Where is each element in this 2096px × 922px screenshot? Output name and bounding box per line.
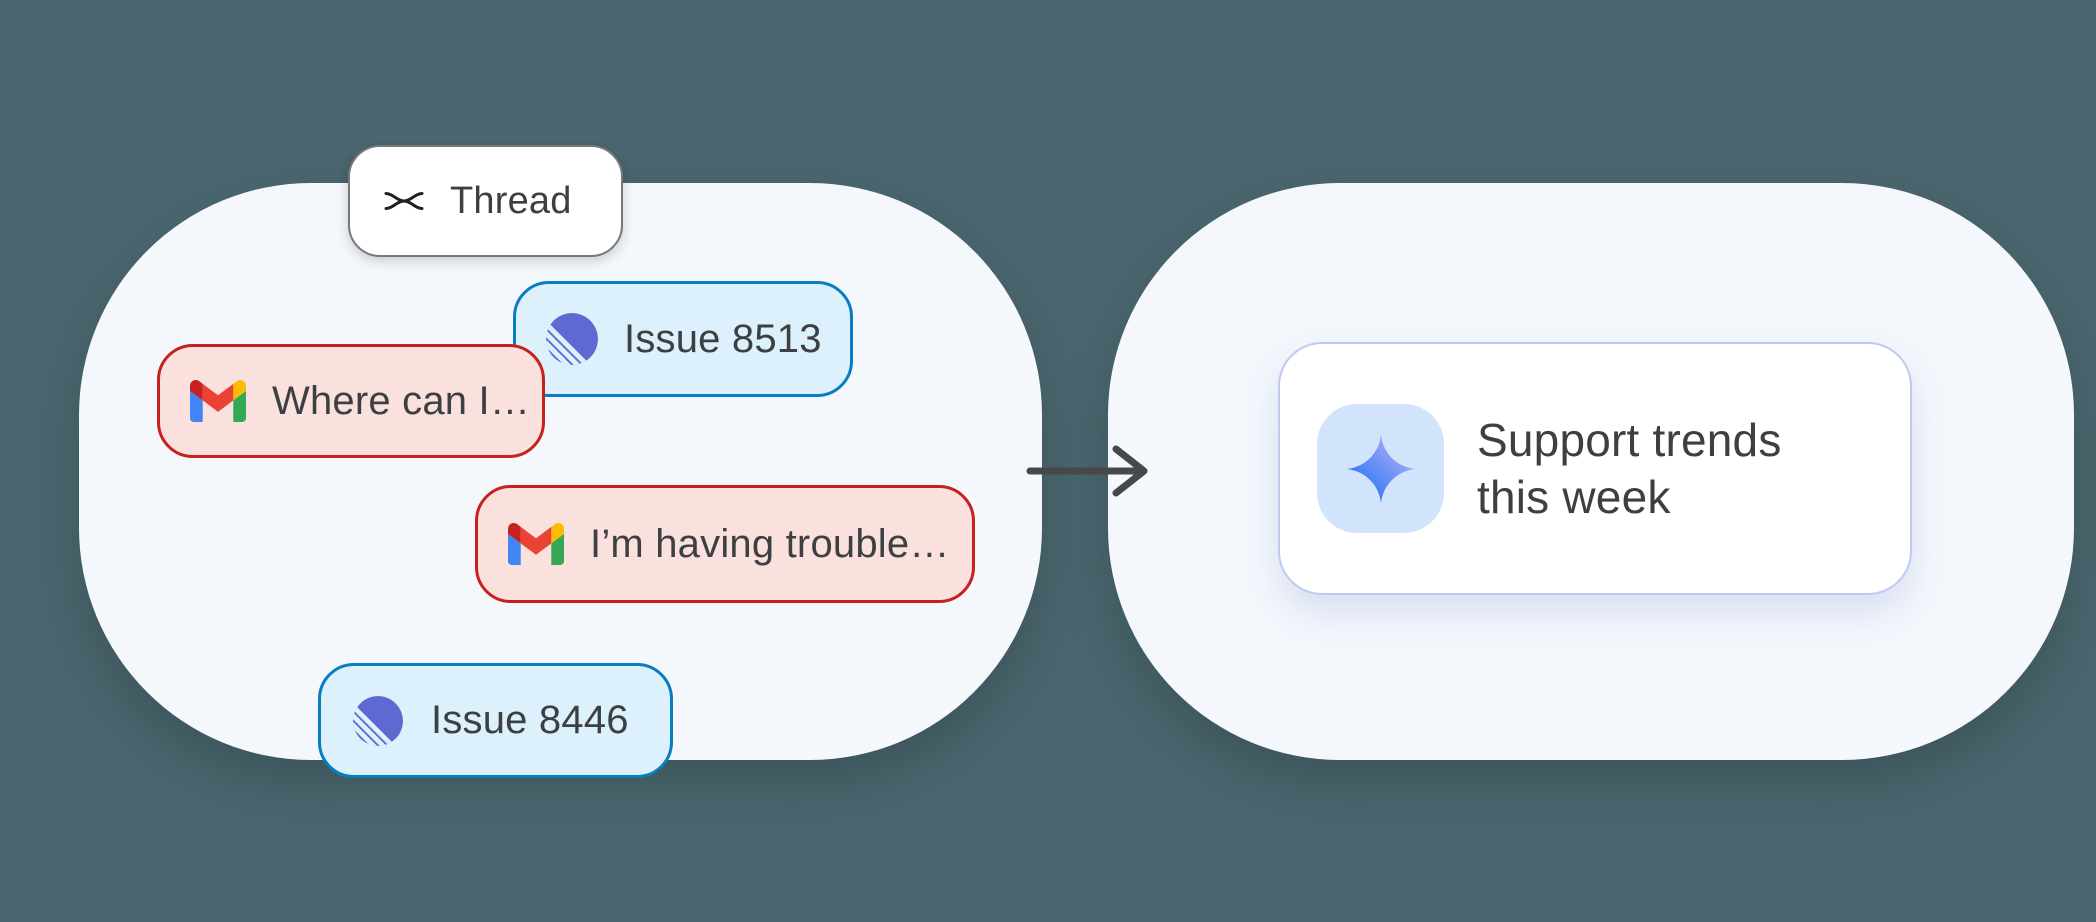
- chip-label: Where can I…: [272, 378, 531, 423]
- thread-chip: Thread: [348, 145, 623, 257]
- gmail-icon: [190, 380, 246, 422]
- card-title: Support trends this week: [1477, 412, 1782, 526]
- card-title-line-2: this week: [1477, 470, 1671, 523]
- linear-issue-chip-8513: Issue 8513: [513, 281, 853, 397]
- gemini-sparkle-icon: [1344, 432, 1418, 506]
- chip-label: Issue 8513: [624, 316, 822, 361]
- thread-shuffle-icon: [382, 187, 426, 215]
- linear-issue-chip-8446: Issue 8446: [318, 663, 673, 778]
- chip-label: Issue 8446: [431, 698, 629, 742]
- gmail-chip-having-trouble: I’m having trouble…: [475, 485, 975, 603]
- card-title-line-1: Support trends: [1477, 413, 1782, 466]
- linear-icon: [546, 313, 598, 365]
- gemini-tile: [1317, 404, 1444, 533]
- chip-label: I’m having trouble…: [590, 521, 950, 566]
- gmail-icon: [508, 523, 564, 565]
- arrow-right-icon: [1022, 439, 1158, 503]
- thread-chip-label: Thread: [450, 179, 572, 222]
- gmail-chip-where-can-i: Where can I…: [157, 344, 545, 458]
- linear-icon: [353, 695, 403, 746]
- support-trends-card: Support trends this week: [1278, 342, 1912, 595]
